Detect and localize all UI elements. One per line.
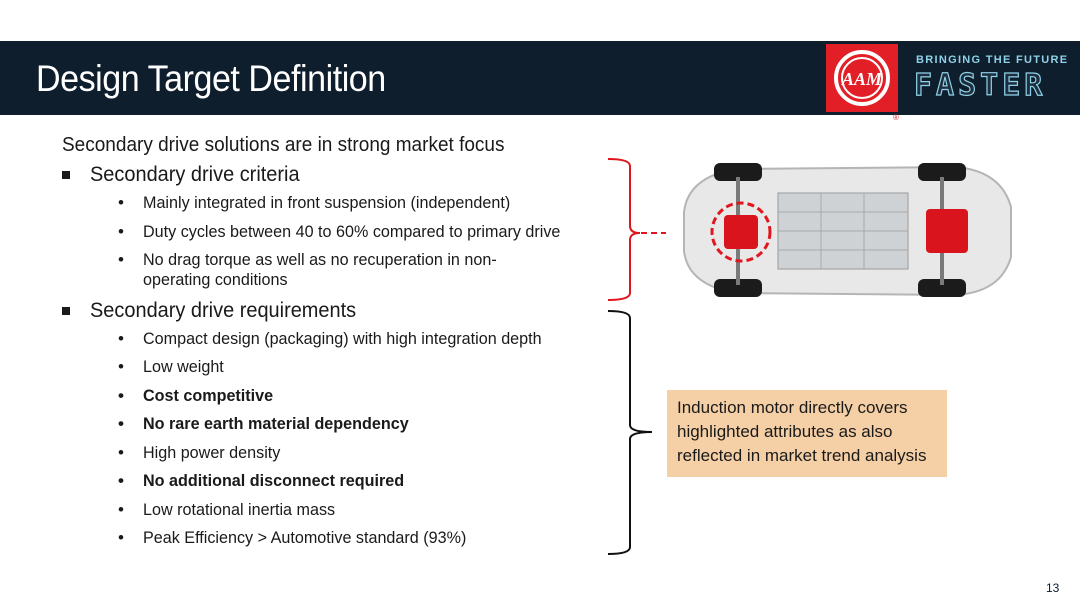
list-item: Low weight bbox=[118, 357, 622, 377]
rear-motor-highlight bbox=[926, 209, 968, 253]
list-item: No drag torque as well as no recuperatio… bbox=[118, 250, 583, 290]
tagline-top: BRINGING THE FUTURE bbox=[916, 54, 1069, 66]
list-item: Compact design (packaging) with high int… bbox=[118, 329, 622, 349]
criteria-list: Mainly integrated in front suspension (i… bbox=[62, 193, 622, 290]
requirements-list: Compact design (packaging) with high int… bbox=[62, 329, 622, 549]
car-chassis-image bbox=[666, 157, 1021, 304]
list-item: Duty cycles between 40 to 60% compared t… bbox=[118, 222, 622, 242]
list-item: Mainly integrated in front suspension (i… bbox=[118, 193, 622, 213]
list-item: Low rotational inertia mass bbox=[118, 500, 622, 520]
square-bullet-icon bbox=[62, 306, 70, 315]
square-bullet-icon bbox=[62, 171, 70, 179]
content-area: Secondary drive solutions are in strong … bbox=[62, 134, 622, 557]
tagline-bottom: FASTER bbox=[913, 67, 1047, 103]
intro-text: Secondary drive solutions are in strong … bbox=[62, 134, 505, 156]
induction-motor-callout: Induction motor directly covers highligh… bbox=[667, 390, 947, 477]
list-item: Peak Efficiency > Automotive standard (9… bbox=[118, 528, 622, 548]
requirements-heading: Secondary drive requirements bbox=[62, 299, 622, 323]
aam-logo: AAM bbox=[826, 44, 898, 112]
page-number: 13 bbox=[1046, 581, 1060, 595]
title-bar bbox=[0, 41, 1080, 115]
red-bracket bbox=[607, 158, 641, 301]
list-item: No rare earth material dependency bbox=[118, 414, 622, 434]
list-item: High power density bbox=[118, 443, 622, 463]
front-motor-highlight bbox=[724, 215, 758, 249]
slide-title: Design Target Definition bbox=[36, 58, 386, 99]
aam-logo-icon: AAM bbox=[834, 50, 890, 106]
requirements-heading-label: Secondary drive requirements bbox=[90, 298, 357, 322]
criteria-heading-label: Secondary drive criteria bbox=[90, 163, 300, 186]
logo-text: AAM bbox=[841, 69, 883, 89]
criteria-heading: Secondary drive criteria bbox=[62, 163, 622, 187]
registered-mark: ® bbox=[893, 113, 899, 122]
list-item: Cost competitive bbox=[118, 386, 622, 406]
list-item: No additional disconnect required bbox=[118, 471, 622, 491]
black-bracket bbox=[607, 310, 653, 555]
